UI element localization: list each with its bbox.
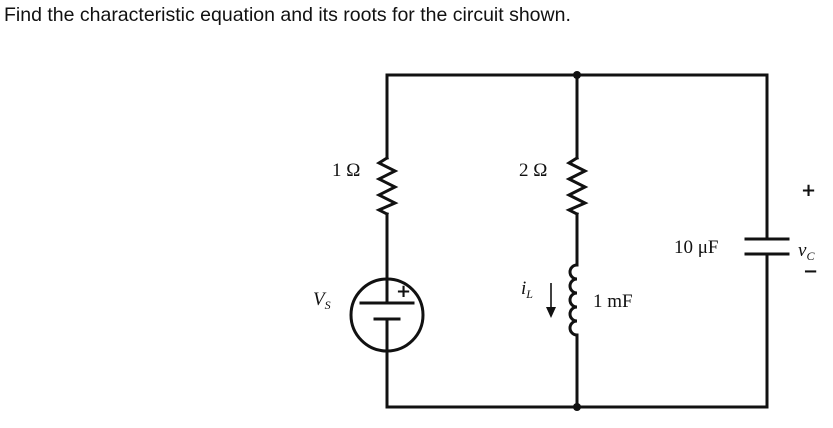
resistor-1-ohm xyxy=(375,155,399,217)
capacitor-voltage-label: vC xyxy=(798,240,815,263)
inductor-coil xyxy=(568,263,579,337)
junction-dot-bottom xyxy=(573,403,581,411)
inductor-label: 1 mF xyxy=(593,291,633,312)
vc-plus-sign: + xyxy=(801,180,816,201)
resistor-2-ohm xyxy=(565,155,589,217)
vc-minus-sign: − xyxy=(803,261,818,282)
current-arrow-head xyxy=(546,307,556,318)
resistor-2-label: 2 Ω xyxy=(519,160,547,181)
question-text: Find the characteristic equation and its… xyxy=(4,4,571,26)
junction-dot-top xyxy=(573,71,581,79)
source-plus-sign: + xyxy=(396,281,411,302)
resistor-1-label: 1 Ω xyxy=(332,160,360,181)
capacitor-label: 10 μF xyxy=(674,237,719,258)
inductor-current-label: iL xyxy=(521,278,533,301)
source-label: VS xyxy=(313,289,331,312)
